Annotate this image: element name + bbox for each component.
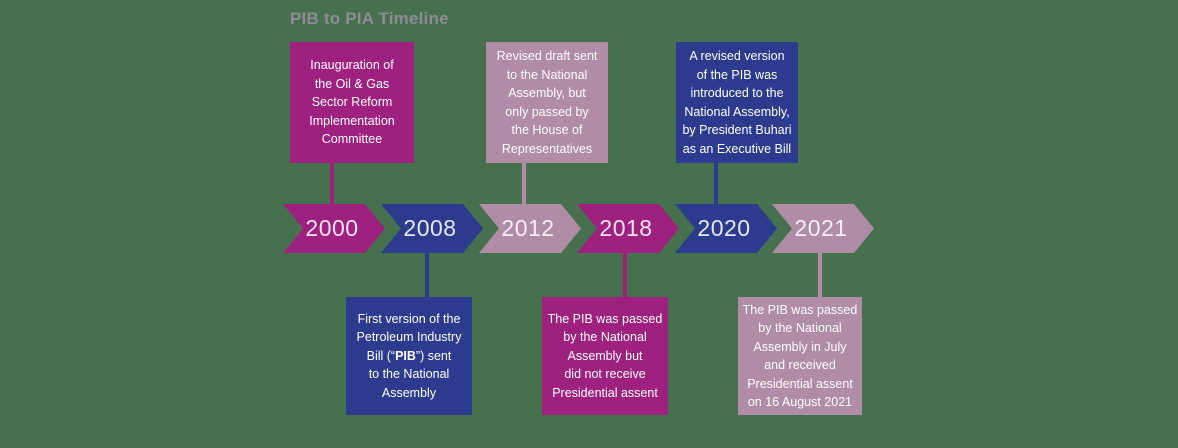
connector-2008: [425, 253, 429, 297]
connector-2012: [522, 163, 526, 204]
event-box-2021: The PIB was passed by the National Assem…: [738, 297, 862, 415]
year-label-2000: 2000: [305, 215, 359, 241]
arrow-2021: 2021: [772, 204, 874, 253]
year-label-2008: 2008: [403, 215, 457, 241]
event-box-2018: The PIB was passed by the National Assem…: [542, 297, 668, 415]
year-label-2012: 2012: [501, 215, 555, 241]
page-title: PIB to PIA Timeline: [290, 9, 449, 28]
event-text-2008: First version of the Petroleum Industry …: [356, 311, 462, 400]
year-label-2020: 2020: [697, 215, 751, 241]
connector-2020: [714, 163, 718, 204]
event-box-2012: Revised draft sent to the National Assem…: [486, 42, 608, 163]
arrow-2012: 2012: [479, 204, 581, 253]
connector-2000: [330, 163, 334, 204]
event-box-2008: First version of the Petroleum Industry …: [346, 297, 472, 415]
event-box-2020: A revised version of the PIB was introdu…: [676, 42, 798, 163]
year-label-2021: 2021: [794, 215, 848, 241]
arrow-2020: 2020: [675, 204, 777, 253]
arrow-2018: 2018: [577, 204, 679, 253]
connector-2021: [818, 253, 822, 297]
arrow-2008: 2008: [381, 204, 483, 253]
arrow-2000: 2000: [283, 204, 385, 253]
year-label-2018: 2018: [599, 215, 653, 241]
event-text-2018: The PIB was passed by the National Assem…: [547, 311, 663, 400]
event-text-2021: The PIB was passed by the National Assem…: [742, 302, 858, 410]
connector-2018: [623, 253, 627, 297]
event-text-2020: A revised version of the PIB was introdu…: [682, 49, 792, 156]
event-box-2000: Inauguration of the Oil & Gas Sector Ref…: [290, 42, 414, 163]
event-text-2000: Inauguration of the Oil & Gas Sector Ref…: [309, 58, 395, 147]
event-text-2012: Revised draft sent to the National Assem…: [496, 49, 598, 156]
